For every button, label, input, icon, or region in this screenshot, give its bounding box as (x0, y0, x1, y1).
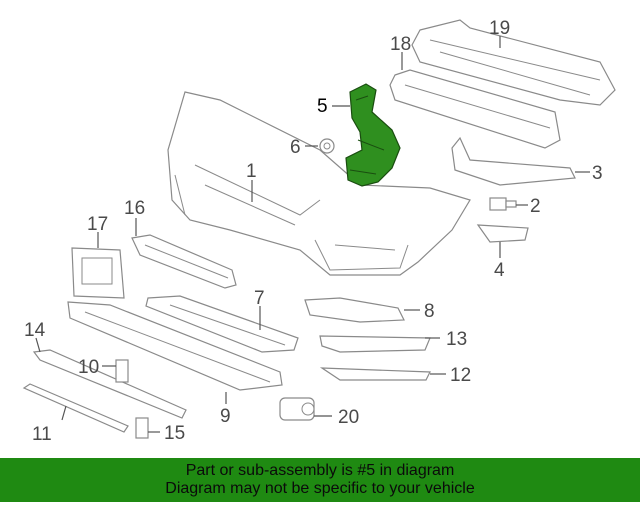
part-8-garnish (304, 297, 405, 323)
part-9-lower-grille (67, 301, 283, 391)
leader-lines (35, 36, 590, 433)
callout-4: 4 (494, 260, 505, 281)
callout-14: 14 (24, 320, 46, 341)
part-18-absorber (389, 69, 561, 149)
callout-1: 1 (246, 161, 257, 182)
part-13-molding (319, 335, 431, 353)
part-19-bumper-beam (411, 19, 616, 106)
info-banner: Part or sub-assembly is #5 in diagram Di… (0, 458, 640, 502)
callout-9: 9 (220, 406, 231, 427)
parts-diagram: 19 18 5 6 1 3 2 4 16 17 7 8 13 12 14 10 … (22, 18, 616, 445)
banner-line-disclaimer: Diagram may not be specific to your vehi… (165, 480, 475, 497)
part-16-grille (131, 234, 237, 289)
callout-8: 8 (424, 301, 435, 322)
callout-7: 7 (254, 288, 265, 309)
part-5-bracket-highlighted (345, 83, 401, 187)
part-6-clip (319, 138, 335, 154)
callout-19: 19 (489, 18, 510, 39)
part-12-strip (319, 367, 431, 381)
callout-18: 18 (390, 34, 411, 55)
callout-12: 12 (450, 365, 471, 386)
part-15-clip (135, 417, 149, 439)
part-3-bracket (451, 136, 576, 186)
part-10-clip (115, 359, 129, 383)
callout-15: 15 (164, 423, 185, 444)
callout-10: 10 (78, 357, 99, 378)
part-2-bolt (489, 197, 517, 211)
callout-2: 2 (530, 196, 541, 217)
callout-13: 13 (446, 329, 467, 350)
callout-5: 5 (317, 96, 328, 117)
callout-17: 17 (87, 214, 108, 235)
callout-20: 20 (338, 407, 359, 428)
part-11-molding (22, 383, 129, 433)
part-7-under-cover (145, 295, 299, 353)
callout-11: 11 (32, 424, 52, 445)
banner-line-part: Part or sub-assembly is #5 in diagram (185, 462, 455, 479)
callout-6: 6 (290, 137, 301, 158)
callout-16: 16 (124, 198, 145, 219)
part-4-clip (476, 224, 529, 243)
part-17-license-bracket (71, 247, 125, 299)
part-1-bumper-cover (167, 91, 471, 276)
part-14-lower-strip (32, 349, 187, 419)
part-20-sensor (279, 397, 315, 421)
callout-3: 3 (592, 163, 603, 184)
